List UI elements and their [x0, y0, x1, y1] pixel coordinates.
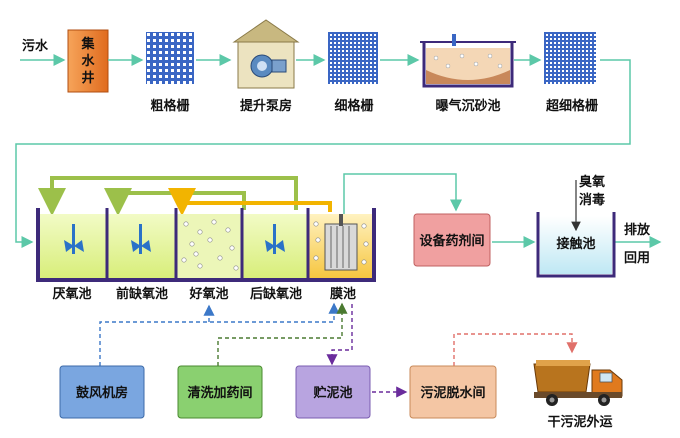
inlet-label: 污水: [22, 38, 49, 54]
grit-chamber-icon: [420, 34, 516, 88]
effluent-line: [343, 173, 662, 248]
cleaning-line: [217, 302, 348, 366]
chem-room-label: 设备药剂间: [419, 233, 484, 249]
chem-room-box: [413, 213, 491, 267]
aerobic-label: 好氧池: [188, 286, 228, 302]
anaerobic-label: 厌氧池: [52, 286, 91, 302]
dewater-box: [409, 365, 497, 419]
row-connector: [15, 59, 631, 248]
discharge-label: 排放: [624, 222, 651, 238]
pump-house-icon: [232, 19, 300, 89]
collect-well-label-1: 集: [80, 36, 95, 52]
dewater-label: 污泥脱水间: [420, 385, 485, 401]
blower-box: [59, 365, 145, 419]
sludge-tank-label: 贮泥池: [312, 385, 352, 401]
air-line: [99, 302, 340, 366]
recycle-lines: [38, 176, 332, 216]
disinfection-label: 消毒: [579, 192, 605, 208]
contact-tank-label: 接触池: [556, 236, 595, 252]
cleaning-box: [177, 365, 263, 419]
membrane-label: 膜池: [330, 286, 356, 302]
lift-pump-label: 提升泵房: [240, 98, 292, 114]
ultra-fine-screen-icon: [544, 32, 596, 84]
grit-chamber-label: 曝气沉砂池: [435, 98, 500, 114]
coarse-screen-label: 粗格栅: [150, 98, 189, 114]
bioreactor: [36, 208, 376, 282]
blower-label: 鼓风机房: [76, 385, 128, 401]
reuse-label: 回用: [624, 251, 650, 266]
post-anoxic-label: 后缺氧池: [250, 286, 302, 302]
sludge-line: [326, 304, 408, 398]
aeration-bubbles: [181, 219, 239, 271]
sludge-out-line: [453, 333, 578, 366]
collect-well-label-2: 水: [81, 53, 95, 69]
collect-well-label-3: 井: [81, 70, 94, 86]
ultra-fine-screen-label: 超细格栅: [546, 98, 598, 114]
fine-screen-label: 细格栅: [334, 98, 373, 114]
coarse-screen-icon: [146, 32, 194, 84]
truck-label: 干污泥外运: [547, 414, 612, 430]
truck-icon: [533, 360, 623, 406]
mixer-icon: [64, 224, 285, 254]
membrane-module-icon: [313, 214, 369, 271]
fine-screen-icon: [328, 32, 378, 84]
cleaning-label: 清洗加药间: [187, 385, 252, 401]
pre-anoxic-label: 前缺氧池: [116, 286, 168, 302]
collect-well: 集 水 井: [67, 29, 109, 93]
ozone-label: 臭氧: [579, 174, 605, 190]
sludge-tank-box: [295, 365, 371, 419]
